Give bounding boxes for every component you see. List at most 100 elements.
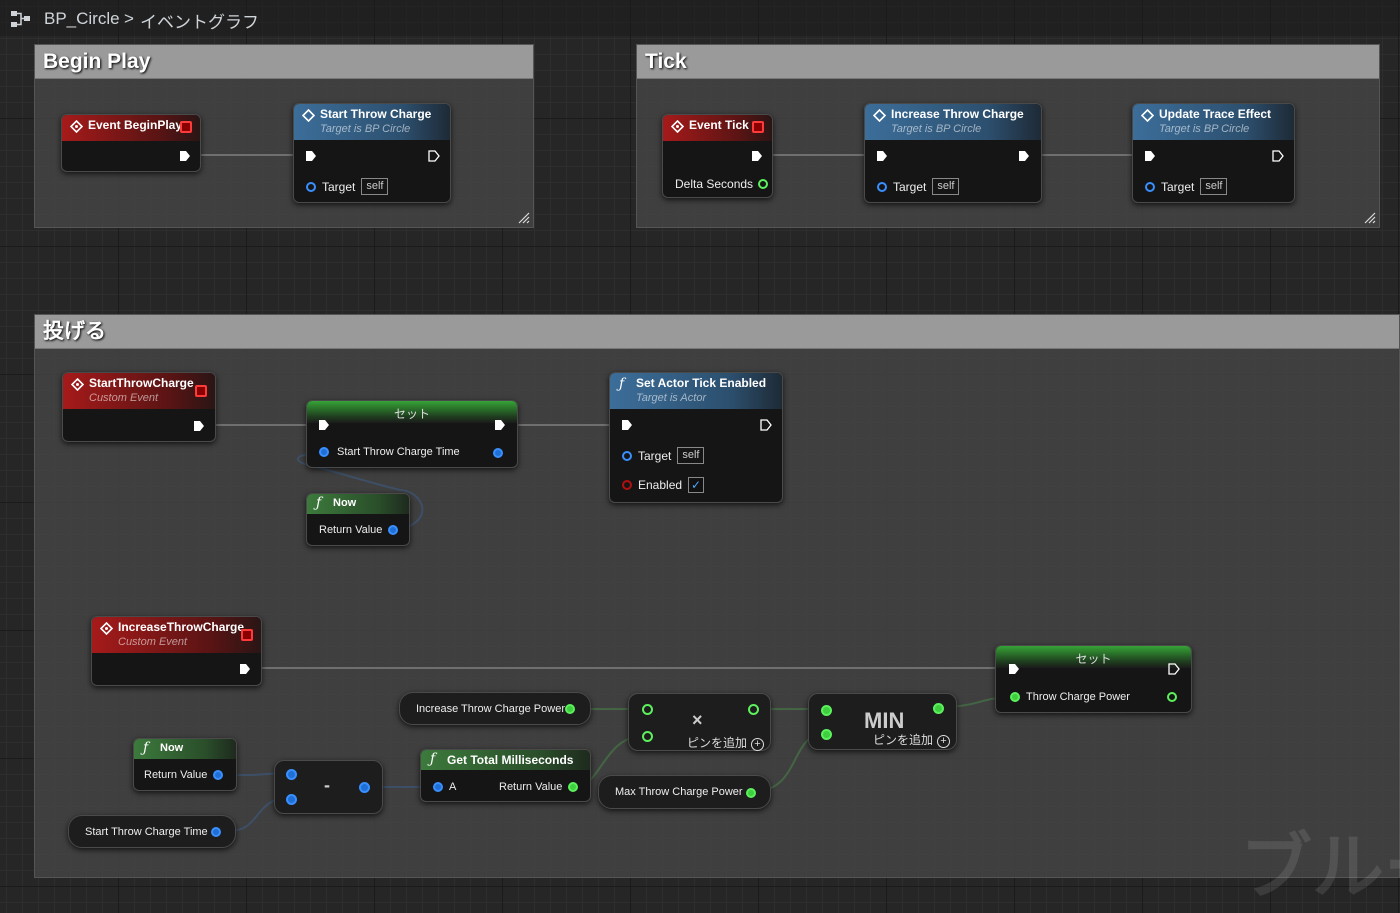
get-max-throw-charge-power-node[interactable]: Max Throw Charge Power [598, 775, 771, 809]
delta-seconds-pin[interactable] [758, 179, 769, 189]
start-throw-charge-event-node[interactable]: StartThrowCharge Custom Event [62, 372, 216, 442]
exec-out-pin[interactable] [751, 150, 763, 162]
return-value-pin[interactable] [568, 782, 579, 792]
a-pin[interactable] [433, 782, 443, 792]
input-b-pin[interactable] [286, 794, 297, 805]
return-value-pin[interactable] [213, 770, 224, 780]
delegate-pin[interactable] [752, 121, 764, 133]
enabled-checkbox[interactable]: ✓ [688, 477, 705, 493]
input-b-pin[interactable] [642, 731, 653, 742]
function-icon: ƒ [619, 376, 625, 392]
input-b-pin[interactable] [821, 729, 832, 740]
node-title: Update Trace Effect [1159, 107, 1272, 121]
node-title: Set Actor Tick Enabled [636, 376, 767, 390]
exec-out-pin[interactable] [239, 663, 251, 675]
exec-out-pin[interactable] [1018, 150, 1030, 162]
exec-out-pin[interactable] [193, 420, 205, 432]
breadcrumb-blueprint[interactable]: BP_Circle [44, 9, 120, 28]
delegate-pin[interactable] [180, 121, 192, 133]
set-actor-tick-enabled-node[interactable]: ƒ Set Actor Tick Enabled Target is Actor… [609, 372, 783, 503]
start-time-pin-row: Start Throw Charge Time [319, 446, 460, 458]
input-a-pin[interactable] [286, 769, 297, 780]
comment-title[interactable]: 投げる [35, 315, 1399, 349]
output-pin[interactable] [933, 703, 944, 714]
return-value-pin[interactable] [388, 525, 399, 535]
function-icon: ƒ [430, 751, 436, 767]
node-title: IncreaseThrowCharge [118, 620, 245, 634]
get-start-throw-charge-time-node[interactable]: Start Throw Charge Time [68, 815, 236, 848]
now-node[interactable]: ƒ Now Return Value [306, 493, 410, 546]
target-value-field[interactable]: self [677, 447, 705, 464]
set-start-throw-charge-time-node[interactable]: セット Start Throw Charge Time [306, 400, 518, 468]
set-throw-charge-power-node[interactable]: セット Throw Charge Power [995, 645, 1192, 713]
exec-in-pin[interactable] [1144, 150, 1156, 162]
node-subtitle: Target is BP Circle [1159, 123, 1250, 135]
event-tick-node[interactable]: Event Tick Delta Seconds [662, 114, 773, 198]
node-subtitle: Target is BP Circle [891, 123, 982, 135]
enabled-pin[interactable] [622, 480, 632, 490]
pin-label: Enabled [638, 478, 683, 492]
target-value-field[interactable]: self [1200, 178, 1228, 195]
exec-out-pin[interactable] [428, 150, 440, 162]
operator-symbol: × [692, 710, 703, 730]
return-value-pin-row: Return Value [499, 781, 579, 793]
exec-out-pin[interactable] [1272, 150, 1284, 162]
target-pin[interactable] [877, 181, 887, 192]
exec-out-pin[interactable] [1168, 663, 1180, 675]
add-pin-label: ピンを追加 [873, 733, 934, 747]
delegate-pin[interactable] [195, 385, 207, 397]
target-pin[interactable] [306, 181, 316, 192]
target-value-field[interactable]: self [361, 178, 389, 195]
node-title: Now [333, 497, 357, 509]
increase-throw-charge-event-node[interactable]: IncreaseThrowCharge Custom Event [91, 616, 262, 686]
target-pin[interactable] [1145, 181, 1155, 192]
delegate-pin[interactable] [241, 629, 253, 641]
start-throw-charge-call-node[interactable]: Start Throw Charge Target is BP Circle T… [293, 103, 451, 203]
node-title: StartThrowCharge [89, 376, 194, 390]
now-node[interactable]: ƒ Now Return Value [133, 738, 237, 791]
exec-in-pin[interactable] [318, 419, 330, 431]
start-time-in-pin[interactable] [319, 447, 329, 457]
target-pin[interactable] [622, 450, 632, 461]
pin-label: Target [638, 448, 672, 463]
output-pin[interactable] [565, 704, 575, 714]
plus-icon: + [751, 738, 765, 751]
breadcrumb-page[interactable]: イベントグラフ [140, 13, 259, 32]
node-title: Now [160, 742, 184, 754]
input-a-pin[interactable] [642, 704, 653, 715]
comment-title[interactable]: Begin Play [35, 45, 533, 79]
min-node[interactable]: MIN ピンを追加+ [808, 693, 957, 750]
event-beginplay-node[interactable]: Event BeginPlay [61, 114, 201, 172]
exec-in-pin[interactable] [876, 150, 888, 162]
exec-out-pin[interactable] [760, 419, 772, 431]
power-in-pin[interactable] [1010, 692, 1020, 702]
get-total-milliseconds-node[interactable]: ƒ Get Total Milliseconds A Return Value [420, 749, 591, 802]
variable-label: Increase Throw Charge Power [416, 702, 565, 715]
output-pin[interactable] [211, 827, 221, 837]
exec-out-pin[interactable] [494, 419, 506, 431]
get-increase-throw-charge-power-node[interactable]: Increase Throw Charge Power [399, 692, 591, 725]
exec-in-pin[interactable] [621, 419, 633, 431]
target-value-field[interactable]: self [932, 178, 960, 195]
output-pin[interactable] [748, 704, 759, 715]
comment-title[interactable]: Tick [637, 45, 1379, 79]
start-time-out-pin[interactable] [493, 448, 503, 458]
variable-label: Start Throw Charge Time [85, 825, 208, 838]
increase-throw-charge-call-node[interactable]: Increase Throw Charge Target is BP Circl… [864, 103, 1042, 203]
output-pin[interactable] [359, 782, 370, 793]
subtract-node[interactable]: - [274, 760, 383, 814]
add-pin-button[interactable]: ピンを追加+ [687, 734, 765, 751]
power-out-pin[interactable] [1167, 692, 1177, 702]
output-pin[interactable] [746, 788, 756, 798]
exec-out-pin[interactable] [179, 150, 191, 162]
multiply-node[interactable]: × ピンを追加+ [628, 693, 771, 751]
resize-handle-icon[interactable] [518, 212, 530, 224]
exec-in-pin[interactable] [1008, 663, 1020, 675]
update-trace-effect-call-node[interactable]: Update Trace Effect Target is BP Circle … [1132, 103, 1295, 203]
add-pin-button[interactable]: ピンを追加+ [873, 731, 951, 748]
resize-handle-icon[interactable] [1364, 212, 1376, 224]
input-a-pin[interactable] [821, 705, 832, 716]
function-call-icon [873, 109, 886, 122]
exec-in-pin[interactable] [305, 150, 317, 162]
pin-label: Target [1161, 179, 1195, 194]
